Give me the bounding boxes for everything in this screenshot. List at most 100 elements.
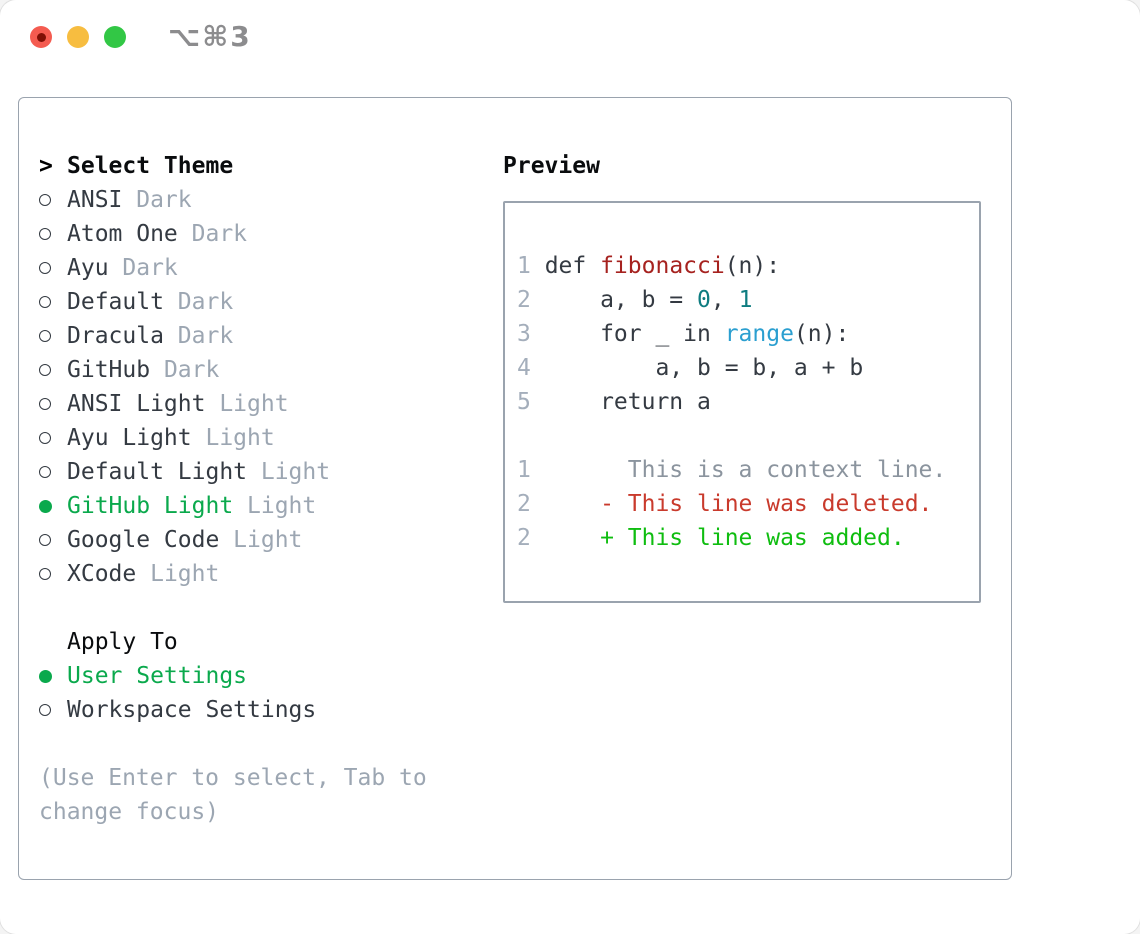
theme-name: Atom One xyxy=(67,221,178,247)
code-segment: , xyxy=(710,287,739,313)
theme-variant: Dark xyxy=(122,255,178,281)
code-segment: - This line was deleted. xyxy=(544,491,933,517)
code-segment: a, b = b, a + b xyxy=(544,355,864,381)
apply-option-label: Workspace Settings xyxy=(67,697,317,723)
radio-icon xyxy=(39,704,67,716)
maximize-button[interactable] xyxy=(104,26,126,48)
theme-name: Default Light xyxy=(67,459,248,485)
radio-selected-icon xyxy=(39,669,67,683)
line-number: 4 xyxy=(517,355,531,381)
code-line: 2 + This line was added. xyxy=(517,521,967,555)
theme-variant: Light xyxy=(233,527,303,553)
radio-icon xyxy=(39,228,67,240)
unsaved-dot-icon xyxy=(36,32,46,42)
help-text: (Use Enter to select, Tab to change focu… xyxy=(39,765,427,825)
apply-to-title: Apply To xyxy=(67,629,178,655)
theme-name: ANSI Light xyxy=(67,391,206,417)
theme-variant: Light xyxy=(247,493,317,519)
code-segment: 1 xyxy=(738,287,753,313)
line-number: 1 xyxy=(517,457,531,483)
radio-icon xyxy=(39,262,67,274)
theme-option-ayu[interactable]: Ayu Dark xyxy=(39,251,489,285)
theme-variant: Light xyxy=(205,425,275,451)
apply-option-workspace-settings[interactable]: Workspace Settings xyxy=(39,693,489,727)
minimize-button[interactable] xyxy=(67,26,89,48)
radio-icon xyxy=(39,330,67,342)
theme-variant: Dark xyxy=(191,221,248,247)
theme-name: ANSI xyxy=(67,187,123,213)
code-segment: for _ in xyxy=(544,321,725,347)
code-line: 3 for _ in range(n): xyxy=(517,317,967,351)
radio-icon xyxy=(39,466,67,478)
theme-option-ansi[interactable]: ANSI Dark xyxy=(39,183,489,217)
code-blank-line xyxy=(517,419,967,453)
line-number: 5 xyxy=(517,389,531,415)
theme-variant: Light xyxy=(260,459,331,485)
line-number: 1 xyxy=(517,253,531,279)
code-line: 4 a, b = b, a + b xyxy=(517,351,967,385)
theme-option-ansi-light[interactable]: ANSI Light Light xyxy=(39,387,489,421)
line-number: 2 xyxy=(517,287,531,313)
theme-name: Google Code xyxy=(67,527,220,553)
theme-variant: Dark xyxy=(177,289,234,315)
close-button[interactable] xyxy=(30,26,52,48)
radio-icon xyxy=(39,432,67,444)
theme-name: Ayu xyxy=(67,255,109,281)
radio-selected-icon xyxy=(39,499,67,513)
radio-icon xyxy=(39,194,67,206)
code-segment: + This line was added. xyxy=(544,525,905,551)
radio-icon xyxy=(39,364,67,376)
apply-option-user-settings[interactable]: User Settings xyxy=(39,659,489,693)
code-line: 2 - This line was deleted. xyxy=(517,487,967,521)
radio-icon xyxy=(39,534,67,546)
theme-option-github-light[interactable]: GitHub Light Light xyxy=(39,489,489,523)
code-segment: fibonacci xyxy=(600,253,725,279)
theme-option-google-code[interactable]: Google Code Light xyxy=(39,523,489,557)
select-theme-title: Select Theme xyxy=(67,153,234,179)
theme-option-atom-one[interactable]: Atom One Dark xyxy=(39,217,489,251)
radio-icon xyxy=(39,398,67,410)
theme-name: GitHub Light xyxy=(67,493,234,519)
preview-title: Preview xyxy=(503,153,600,179)
prompt-cursor-icon: > xyxy=(39,153,53,179)
code-line: 1 This is a context line. xyxy=(517,453,967,487)
apply-to-header: Apply To xyxy=(39,625,489,659)
theme-name: Dracula xyxy=(67,323,164,349)
theme-variant: Light xyxy=(219,391,289,417)
theme-variant: Dark xyxy=(136,187,192,213)
radio-icon xyxy=(39,568,67,580)
code-segment: (n): xyxy=(724,253,781,279)
prompt-marker: > xyxy=(39,153,67,179)
theme-option-default-light[interactable]: Default Light Light xyxy=(39,455,489,489)
code-segment: This is a context line. xyxy=(544,457,947,483)
theme-option-default[interactable]: Default Dark xyxy=(39,285,489,319)
line-number: 3 xyxy=(517,321,531,347)
spacer xyxy=(39,591,489,625)
traffic-lights xyxy=(30,26,126,48)
theme-name: Default xyxy=(67,289,164,315)
theme-variant: Dark xyxy=(177,323,234,349)
select-theme-header: > Select Theme xyxy=(39,149,489,183)
theme-variant: Dark xyxy=(163,357,220,383)
code-line: 5 return a xyxy=(517,385,967,419)
theme-option-dracula[interactable]: Dracula Dark xyxy=(39,319,489,353)
line-number: 2 xyxy=(517,525,531,551)
code-segment: 0 xyxy=(697,287,711,313)
theme-variant: Light xyxy=(150,561,220,587)
line-number: 2 xyxy=(517,491,531,517)
code-segment: (n): xyxy=(793,321,850,347)
radio-icon xyxy=(39,296,67,308)
code-segment: a, b = xyxy=(544,287,698,313)
code-segment: return a xyxy=(544,389,711,415)
